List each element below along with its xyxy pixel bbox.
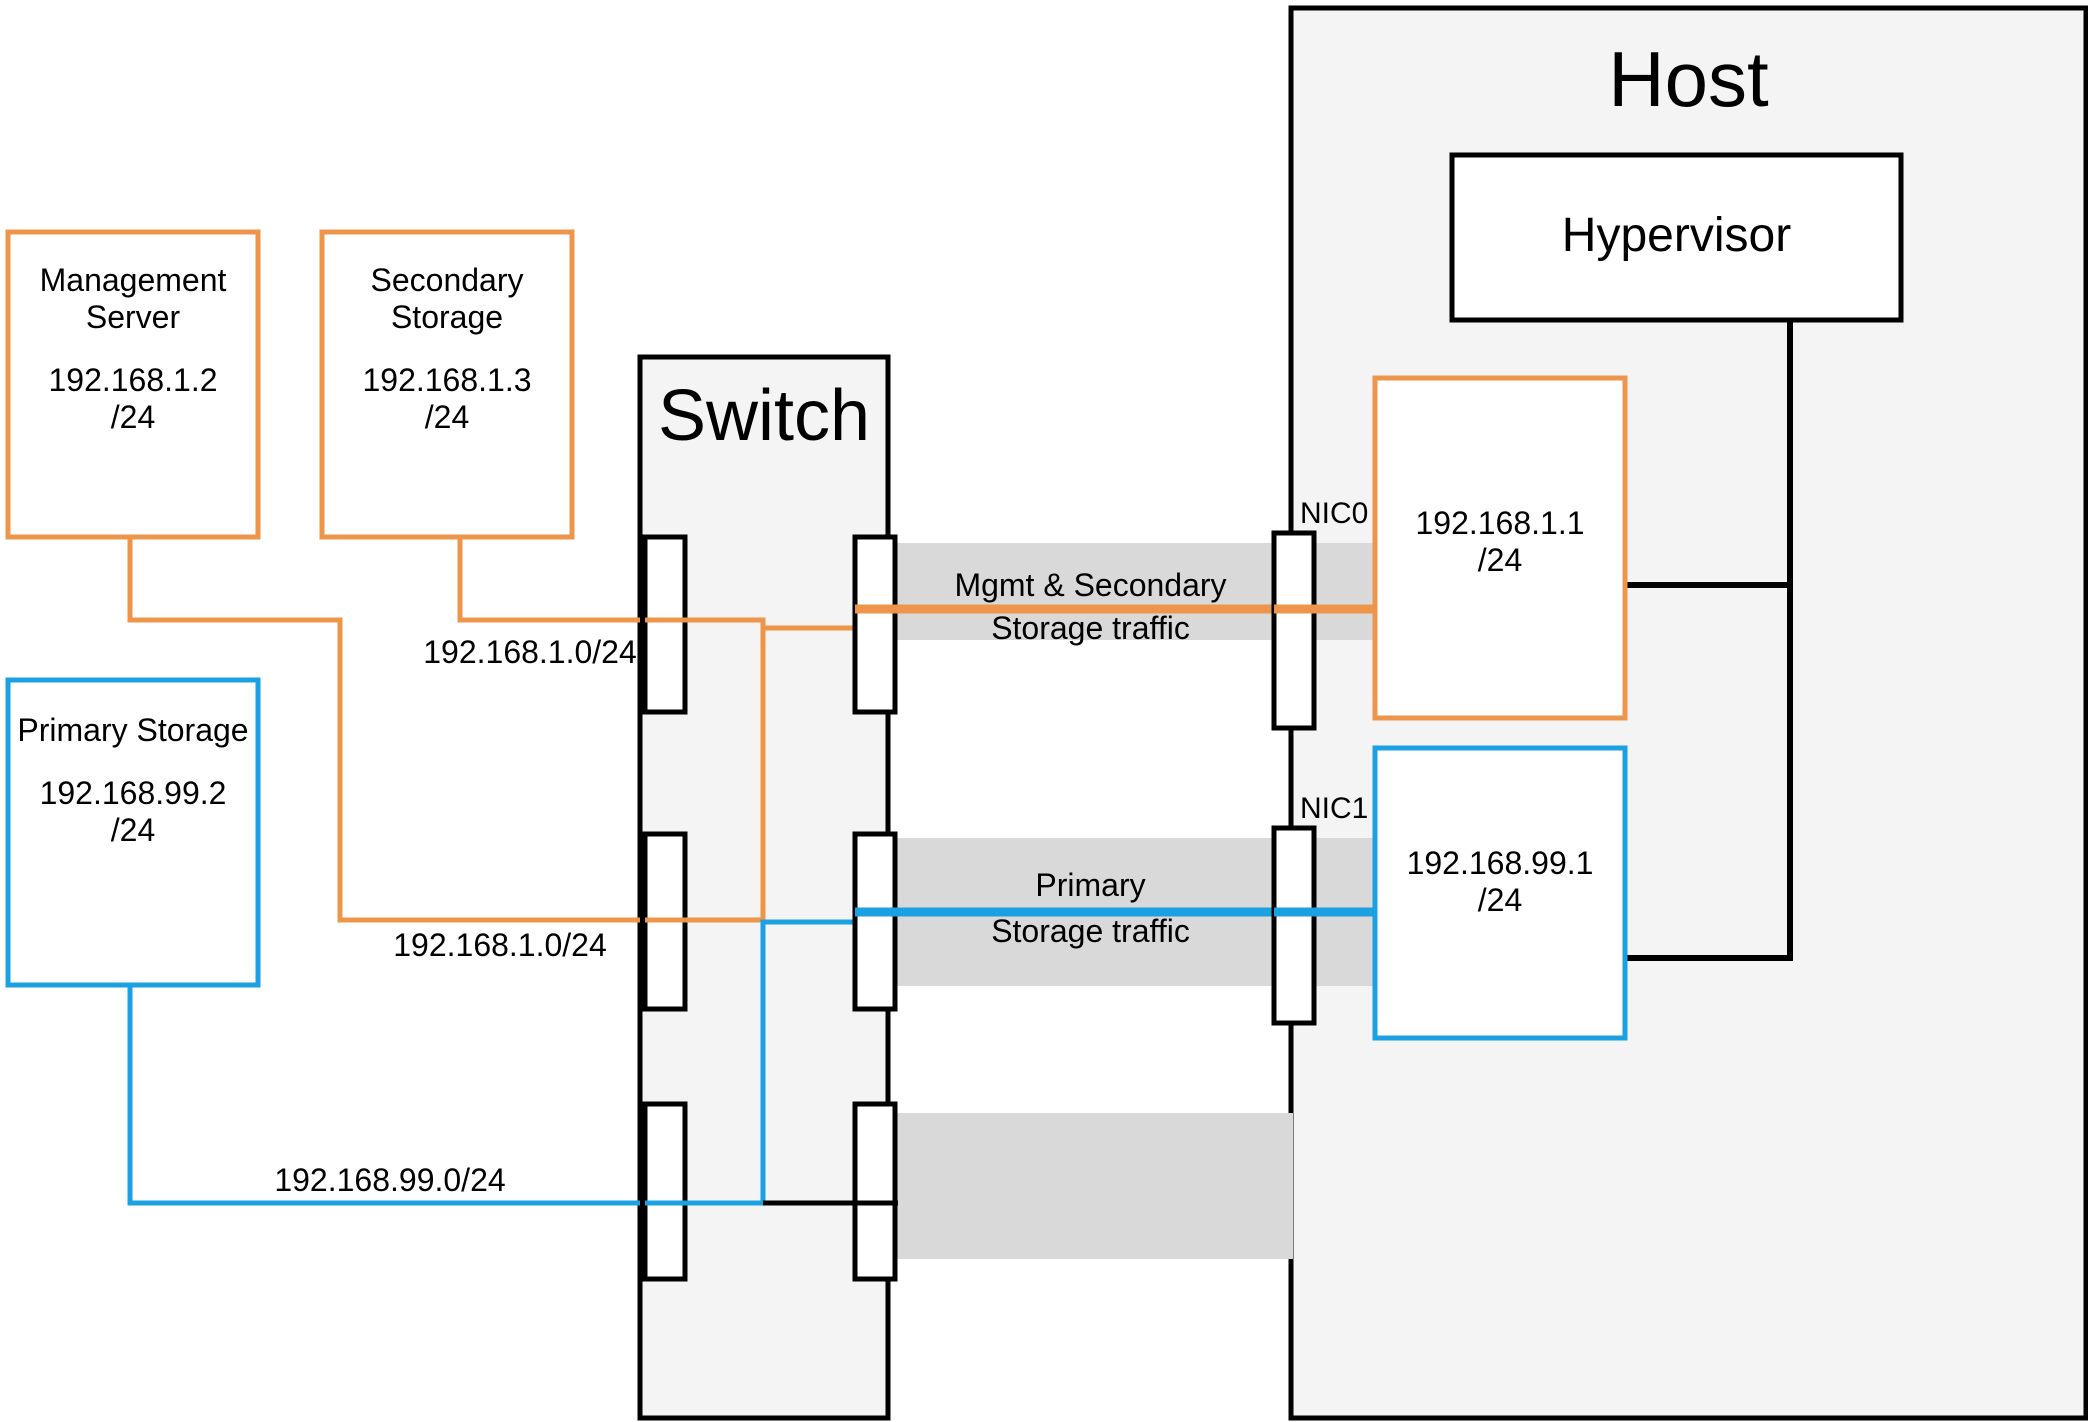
secondary-storage-ip: 192.168.1.3 [362,362,532,398]
primary-storage-box [5,677,261,988]
primary-storage-label-group: Primary Storage 192.168.99.2 /24 [8,712,258,849]
nic0-port [1271,530,1317,731]
subnet-label-mgmt-upper: 192.168.1.0/24 [423,634,637,670]
traffic-band-mgmt-line2: Storage traffic [991,610,1190,646]
traffic-band-primary-line1: Primary [1035,867,1146,903]
primary-storage-ip: 192.168.99.2 [39,775,227,811]
switch-internal-orange [663,617,766,923]
nic0-ip-box [1372,375,1628,721]
nic0-ip: 192.168.1.1 [1415,505,1585,541]
switch-label: Switch [657,376,871,456]
secondary-storage-box [319,229,575,540]
nic1-port [1271,825,1317,1026]
link-primary-storage [127,985,640,1206]
traffic-band-primary-line2: Storage traffic [991,913,1190,949]
traffic-band-mgmt [888,543,1293,640]
secondary-storage-label-group: Secondary Storage 192.168.1.3 /24 [322,262,572,436]
switch-port-left-3 [642,1101,688,1282]
nic1-ip: 192.168.99.1 [1406,845,1594,881]
subnet-label-mgmt-lower: 192.168.1.0/24 [393,927,607,963]
switch-port-right-2 [852,831,898,1012]
nic0-mask: /24 [1477,542,1523,578]
management-server-ip: 192.168.1.2 [48,362,218,398]
switch-port-right-1 [852,534,898,715]
primary-storage-name: Primary Storage [17,712,249,748]
link-management-server [127,537,640,923]
nic0-label: NIC0 [1300,497,1369,530]
nic1-ip-box [1372,745,1628,1041]
link-secondary-storage [457,537,640,623]
management-server-box [5,229,261,540]
nic1-mask: /24 [1477,882,1523,918]
nic0-ip-group: 192.168.1.1 /24 [1375,505,1625,579]
switch-port-right-3 [852,1101,898,1282]
switch-port-left-1 [642,534,688,715]
secondary-storage-name: Secondary Storage [370,262,524,335]
subnet-label-storage: 192.168.99.0/24 [274,1162,506,1198]
secondary-storage-mask: /24 [424,399,470,435]
nic1-label: NIC1 [1300,792,1369,825]
hypervisor-box [1449,152,1904,323]
primary-storage-mask: /24 [110,812,156,848]
switch-internal-blue [663,919,880,1206]
traffic-band-spare [888,1113,1293,1259]
management-server-label-group: Management Server 192.168.1.2 /24 [8,262,258,436]
hypervisor-label: Hypervisor [1561,209,1792,262]
hypervisor-to-nic1-wire [1620,585,1793,961]
management-server-mask: /24 [110,399,156,435]
management-server-name: Management Server [39,262,227,335]
nic1-ip-group: 192.168.99.1 /24 [1375,845,1625,919]
traffic-band-mgmt-line1: Mgmt & Secondary [954,567,1227,603]
host-label: Host [1608,35,1769,123]
